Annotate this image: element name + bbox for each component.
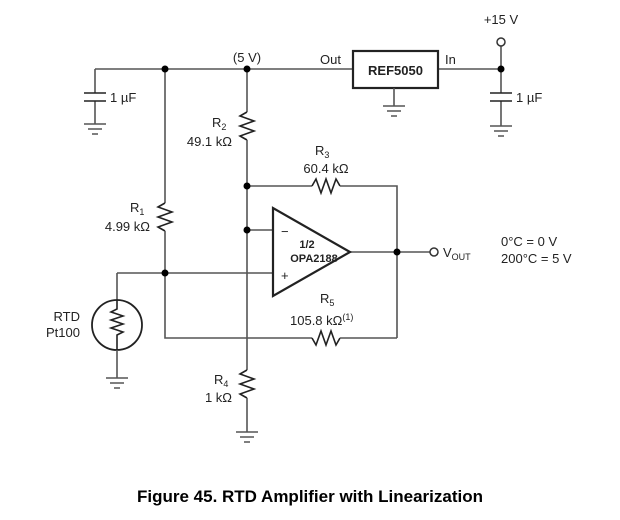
resistor-r2: R2 49.1 kΩ (187, 69, 257, 186)
junction-dot-icon (497, 65, 505, 73)
r4-value: 1 kΩ (205, 390, 232, 405)
opamp-inverting-input: − (281, 224, 289, 239)
resistor-icon (237, 111, 257, 141)
reference-node-voltage: (5 V) (233, 50, 261, 65)
junction-dots (161, 65, 505, 277)
rtd-r5-loop: R5 105.8 kΩ(1) (116, 272, 397, 348)
opamp-label-part: OPA2188 (290, 253, 338, 265)
opamp-label-fraction: 1/2 (299, 239, 314, 251)
ref-out-pin-label: Out (320, 52, 341, 67)
r4-name: R4 (214, 372, 228, 389)
ref5050-label: REF5050 (368, 63, 423, 78)
junction-dot-icon (243, 182, 251, 190)
supply-input: +15 V 1 µF (484, 12, 542, 137)
junction-dot-icon (243, 226, 251, 234)
figure-caption: Figure 45. RTD Amplifier with Linearizat… (137, 487, 483, 506)
r3-value: 60.4 kΩ (303, 161, 348, 176)
ground-icon (383, 105, 405, 117)
transfer-line-0c: 0°C = 0 V (501, 234, 557, 249)
capacitor-icon (84, 92, 106, 102)
resistor-r1: R1 4.99 kΩ (105, 69, 175, 273)
transfer-line-200c: 200°C = 5 V (501, 251, 572, 266)
ground-icon (490, 125, 512, 137)
resistor-icon (155, 202, 175, 232)
ref5050: REF5050 Out In (320, 49, 456, 117)
capacitor-left: 1 µF (84, 69, 136, 135)
ref5050-box (351, 49, 440, 90)
ground-icon (84, 123, 106, 135)
terminal-icon (496, 37, 506, 47)
junction-dot-icon (161, 65, 169, 73)
rtd-label: RTD (54, 309, 80, 324)
rtd: RTD Pt100 (46, 299, 143, 389)
r1-value: 4.99 kΩ (105, 219, 150, 234)
r3-name: R3 (315, 143, 329, 160)
junction-dot-icon (393, 248, 401, 256)
capacitor-icon (490, 92, 512, 102)
resistor-icon (237, 369, 257, 399)
rtd-type: Pt100 (46, 325, 80, 340)
r1-name: R1 (130, 200, 144, 217)
r2-name: R2 (212, 115, 226, 132)
ref-in-pin-label: In (445, 52, 456, 67)
opamp-noninverting-input: + (281, 268, 289, 283)
junction-dot-icon (243, 65, 251, 73)
resistor-r3: R3 60.4 kΩ (247, 143, 398, 338)
resistor-icon (311, 328, 341, 348)
resistor-r4: R4 1 kΩ (205, 369, 258, 443)
opamp-icon (271, 206, 353, 298)
r5-value: 105.8 kΩ(1) (290, 312, 353, 328)
opamp: − + 1/2 OPA2188 (165, 206, 430, 298)
resistor-icon (311, 176, 341, 196)
ground-icon (236, 431, 258, 443)
ground-icon (106, 377, 128, 389)
r5-name: R5 (320, 291, 334, 308)
junction-dot-icon (161, 269, 169, 277)
terminal-icon (429, 247, 439, 257)
output: VOUT 0°C = 0 V 200°C = 5 V (429, 234, 572, 266)
supply-voltage-label: +15 V (484, 12, 519, 27)
capacitor-left-value: 1 µF (110, 90, 136, 105)
r2-value: 49.1 kΩ (187, 134, 232, 149)
capacitor-right-value: 1 µF (516, 90, 542, 105)
vout-label: VOUT (443, 245, 471, 262)
